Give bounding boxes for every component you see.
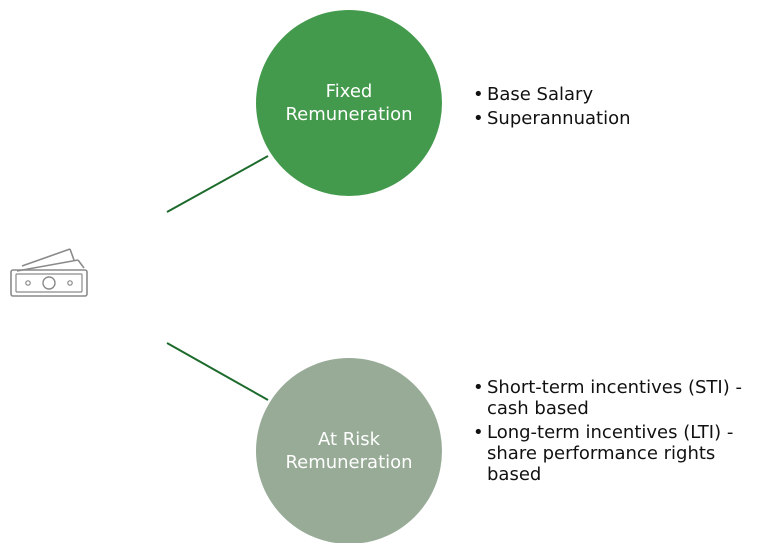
list-item: Long-term incentives (LTI) - share perfo… xyxy=(473,422,773,485)
money-banknotes-icon xyxy=(10,248,88,297)
list-item: Superannuation xyxy=(473,108,773,129)
connector-line-fixed xyxy=(166,155,269,213)
at-risk-remuneration-items: Short-term incentives (STI) - cash based… xyxy=(473,377,773,488)
fixed-remuneration-items: Base Salary Superannuation xyxy=(473,84,773,132)
connector-line-risk xyxy=(166,342,269,401)
list-item: Short-term incentives (STI) - cash based xyxy=(473,377,773,419)
list-item: Base Salary xyxy=(473,84,773,105)
